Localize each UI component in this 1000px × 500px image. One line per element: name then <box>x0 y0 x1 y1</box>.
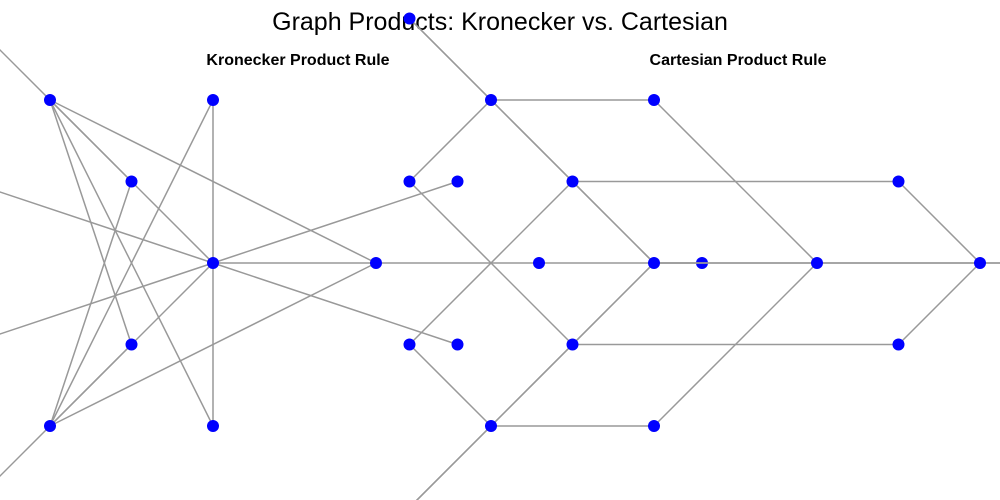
graph-node <box>125 175 138 188</box>
graph-edge <box>49 99 377 264</box>
graph-node <box>648 94 660 106</box>
graph-node <box>207 94 219 106</box>
graph-node <box>485 94 497 106</box>
graph-edge <box>408 180 574 346</box>
graph-edge <box>49 99 133 345</box>
graph-edge <box>49 262 377 427</box>
graph-node <box>207 257 219 269</box>
graph-node <box>451 338 464 351</box>
graph-node <box>811 257 823 269</box>
graph-node <box>974 257 986 269</box>
graph-edge <box>49 181 133 427</box>
graph-edge <box>0 191 214 264</box>
graph-edge <box>0 262 214 335</box>
graph-edge <box>415 425 492 500</box>
graph-node <box>566 175 579 188</box>
panel-title-kronecker: Kronecker Product Rule <box>206 52 390 69</box>
graph-edge <box>897 180 981 264</box>
kronecker-graph <box>0 48 708 478</box>
graph-node <box>892 338 905 351</box>
graph-node <box>125 338 138 351</box>
graph-node <box>892 175 905 188</box>
graph-node <box>370 257 382 269</box>
graph-node <box>403 12 416 25</box>
graph-node <box>403 338 416 351</box>
graph-edge <box>49 343 133 427</box>
graph-node <box>403 175 416 188</box>
graph-edge <box>212 180 458 264</box>
graph-node <box>566 338 579 351</box>
graph-node <box>533 257 545 269</box>
graph-edge <box>212 262 458 346</box>
graph-node <box>44 94 56 106</box>
graph-edge <box>408 99 492 183</box>
graph-node <box>44 420 56 432</box>
graph-edge <box>49 99 133 183</box>
cartesian-graph <box>403 12 1000 500</box>
panel-title-cartesian: Cartesian Product Rule <box>649 52 827 69</box>
graph-edge <box>897 262 981 346</box>
graph-node <box>485 420 497 432</box>
graph-edge <box>49 99 214 427</box>
graph-node <box>648 420 660 432</box>
figure-title: Graph Products: Kronecker vs. Cartesian <box>272 8 728 36</box>
graph-edge <box>408 343 492 427</box>
graph-node <box>648 257 660 269</box>
graph-node <box>451 175 464 188</box>
graph-edge <box>0 48 214 264</box>
graph-node <box>207 420 219 432</box>
